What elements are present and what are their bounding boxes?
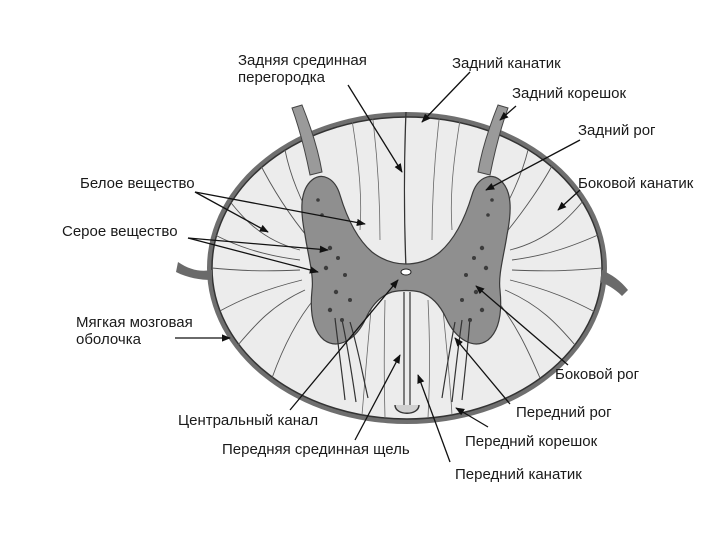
label-posterior-median-septum: Задняя срединная перегородка — [238, 52, 367, 86]
label-posterior-horn: Задний рог — [578, 122, 656, 139]
label-posterior-funiculus: Задний канатик — [452, 55, 561, 72]
label-pia-mater: Мягкая мозговая оболочка — [76, 314, 193, 348]
left-denticulate-ligament — [176, 262, 212, 280]
label-anterior-horn: Передний рог — [516, 404, 612, 421]
label-anterior-root: Передний корешок — [465, 433, 597, 450]
label-anterior-funiculus: Передний канатик — [455, 466, 582, 483]
label-gray-matter: Серое вещество — [62, 223, 178, 240]
label-white-matter: Белое вещество — [80, 175, 195, 192]
label-central-canal: Центральный канал — [178, 412, 318, 429]
leader-posterior-funiculus — [422, 72, 470, 122]
label-lateral-horn: Боковой рог — [555, 366, 639, 383]
label-anterior-median-fissure: Передняя срединная щель — [222, 441, 410, 458]
label-posterior-root: Задний корешок — [512, 85, 626, 102]
central-canal — [401, 269, 411, 275]
label-lateral-funiculus: Боковой канатик — [578, 175, 693, 192]
